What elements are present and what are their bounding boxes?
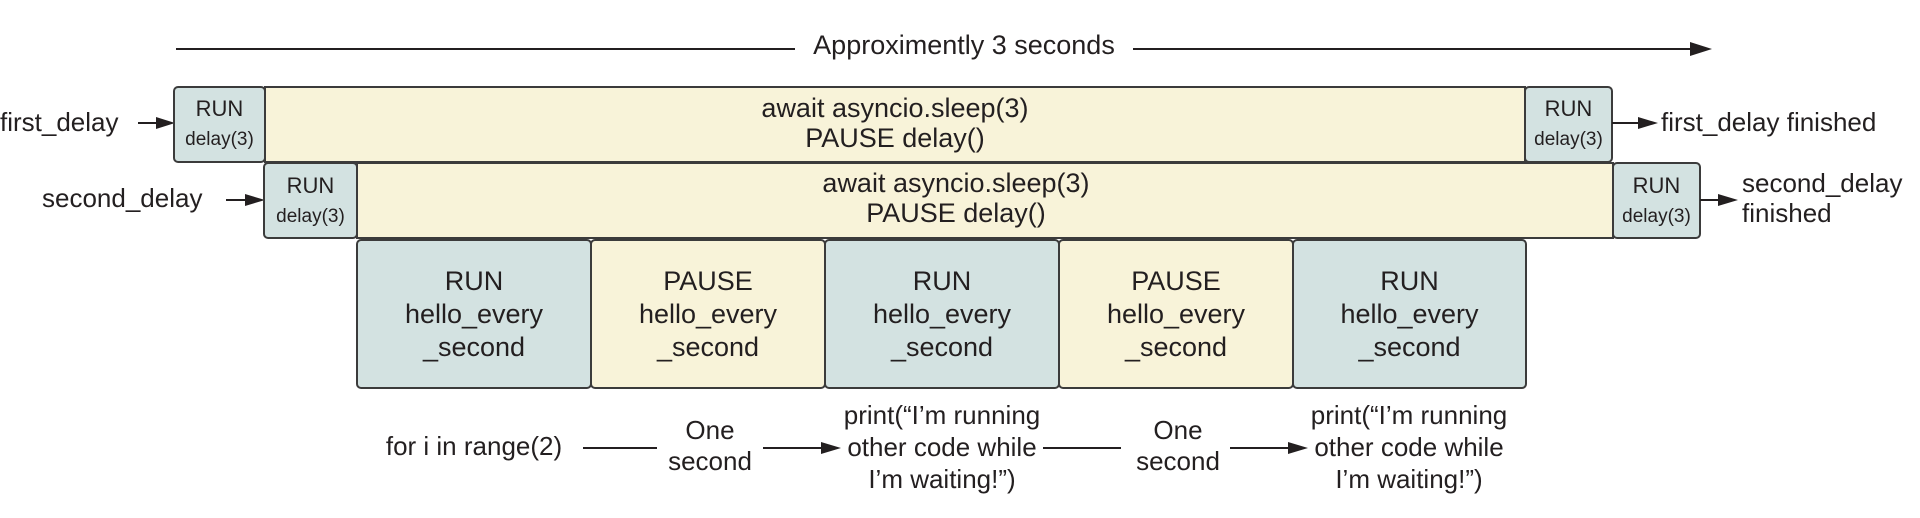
print-1-line1: print(“I’m running: [844, 400, 1041, 430]
second-delay-run-start-line1: RUN: [287, 173, 335, 198]
second-delay-finished-line2: finished: [1742, 198, 1832, 228]
loop-label: for i in range(2): [386, 431, 562, 461]
first-delay-finished-label: first_delay finished: [1661, 107, 1876, 137]
hello-block-line2: hello_every: [873, 299, 1012, 329]
print-2-line2: other code while: [1314, 432, 1503, 462]
hello-block: RUN hello_every _second: [356, 239, 592, 389]
hello-block: PAUSE hello_every _second: [1058, 239, 1294, 389]
hello-block-line3: _second: [890, 332, 993, 362]
hello-block-line2: hello_every: [405, 299, 544, 329]
hello-block-state: RUN: [445, 266, 504, 296]
hello-block: RUN hello_every _second: [1292, 239, 1527, 389]
hello-block-state: RUN: [1380, 266, 1439, 296]
second-delay-run-end-line1: RUN: [1633, 173, 1681, 198]
first-delay-run-start-line1: RUN: [196, 96, 244, 121]
second-delay-label: second_delay: [42, 183, 202, 213]
first-delay-run-end-line1: RUN: [1545, 96, 1593, 121]
top-span-arrowhead: [1690, 42, 1712, 56]
second-delay-in-arrowhead: [245, 194, 265, 206]
first-delay-out-arrowhead: [1638, 117, 1658, 129]
first-delay-run-end-line2: delay(3): [1534, 129, 1603, 150]
hello-block-line2: hello_every: [1340, 299, 1479, 329]
second-delay-pause-box: [356, 162, 1614, 239]
one-second-1-line1: One: [685, 415, 734, 445]
top-span-label-bg: [795, 28, 1133, 64]
first-delay-label: first_delay: [0, 107, 119, 137]
hello-block-line3: _second: [422, 332, 525, 362]
hello-block-state: RUN: [913, 266, 972, 296]
hello-block-box: [1292, 239, 1527, 389]
print-1-line3: I’m waiting!”): [868, 464, 1015, 494]
second-delay-finished-line1: second_delay: [1742, 168, 1902, 198]
hello-block: RUN hello_every _second: [824, 239, 1060, 389]
hello-every-second-blocks: RUN hello_every _second PAUSE hello_ever…: [356, 239, 1527, 389]
one-second-2-line2: second: [1136, 446, 1220, 476]
hello-block-line3: _second: [1357, 332, 1460, 362]
one-second-1-line2: second: [668, 446, 752, 476]
first-delay-run-start-line2: delay(3): [185, 129, 254, 150]
print-2-line1: print(“I’m running: [1311, 400, 1508, 430]
print-1-line2: other code while: [847, 432, 1036, 462]
second-delay-out-arrowhead: [1718, 194, 1738, 206]
first-delay-pause-line1: await asyncio.sleep(3): [761, 93, 1028, 123]
first-delay-pause-box: [264, 86, 1526, 163]
one-second-2-line1: One: [1153, 415, 1202, 445]
hello-block-line3: _second: [656, 332, 759, 362]
second-delay-run-end-line2: delay(3): [1622, 206, 1691, 227]
top-span-label: Approximently 3 seconds: [813, 30, 1115, 60]
hello-block-line2: hello_every: [1107, 299, 1246, 329]
one-second-1-arrowhead: [821, 442, 841, 454]
hello-block-line2: hello_every: [639, 299, 778, 329]
first-delay-pause-line2: PAUSE delay(): [805, 123, 985, 153]
first-delay-in-arrowhead: [156, 117, 175, 129]
second-delay-pause-line1: await asyncio.sleep(3): [822, 168, 1089, 198]
hello-block-line3: _second: [1124, 332, 1227, 362]
hello-block-state: PAUSE: [663, 266, 753, 296]
one-second-2-arrowhead: [1288, 442, 1308, 454]
hello-block: PAUSE hello_every _second: [590, 239, 826, 389]
print-2-line3: I’m waiting!”): [1335, 464, 1482, 494]
hello-block-state: PAUSE: [1131, 266, 1221, 296]
second-delay-run-start-line2: delay(3): [276, 206, 345, 227]
second-delay-pause-line2: PAUSE delay(): [866, 198, 1046, 228]
